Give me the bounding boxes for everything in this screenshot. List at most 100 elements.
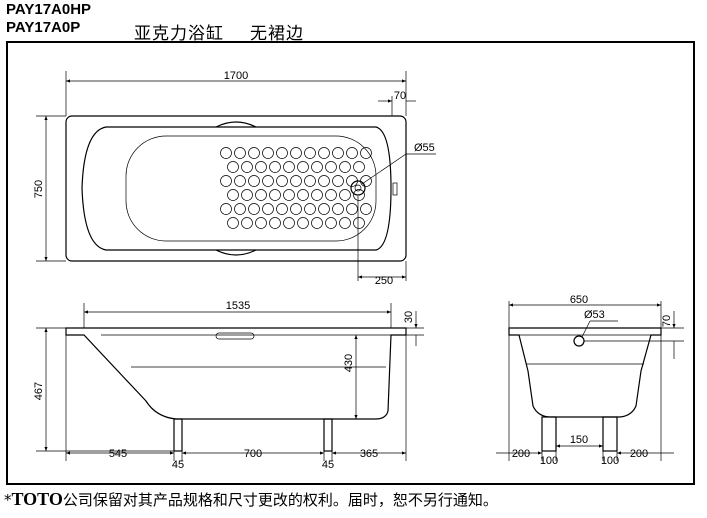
dim-leg-start: 545 bbox=[109, 448, 127, 460]
anti-slip-dot bbox=[304, 175, 316, 187]
footer-text: 公司保留对其产品规格和尺寸更改的权利。届时，恕不另行通知。 bbox=[62, 491, 498, 509]
product-type: 无裙边 bbox=[250, 24, 304, 44]
anti-slip-dot bbox=[318, 203, 330, 215]
leg-right bbox=[323, 418, 333, 452]
anti-slip-dot bbox=[276, 203, 288, 215]
anti-slip-dot bbox=[353, 161, 365, 173]
dim-length: 1700 bbox=[224, 70, 248, 82]
dim-leg-left: 100 bbox=[540, 455, 558, 467]
anti-slip-dot bbox=[318, 147, 330, 159]
anti-slip-dot bbox=[234, 203, 246, 215]
anti-slip-dot bbox=[332, 203, 344, 215]
anti-slip-dot bbox=[262, 175, 274, 187]
anti-slip-dot bbox=[248, 175, 260, 187]
drain-circle bbox=[350, 180, 366, 196]
anti-slip-dot bbox=[339, 217, 351, 229]
anti-slip-dot bbox=[269, 217, 281, 229]
drain-leader bbox=[361, 153, 407, 185]
anti-slip-dot bbox=[269, 189, 281, 201]
anti-slip-dot bbox=[290, 147, 302, 159]
anti-slip-dot bbox=[276, 175, 288, 187]
model-number-hp: PAY17A0HP bbox=[6, 1, 92, 18]
tub-inner-basin bbox=[81, 126, 392, 251]
anti-slip-dot bbox=[283, 217, 295, 229]
dim-leg-width-right: 45 bbox=[322, 459, 334, 471]
anti-slip-dot bbox=[234, 175, 246, 187]
dim-leg-width-left: 45 bbox=[172, 459, 184, 471]
overflow-circle bbox=[573, 335, 585, 347]
dim-end-width: 650 bbox=[570, 294, 588, 306]
anti-slip-dot bbox=[297, 161, 309, 173]
end-leg-right bbox=[602, 416, 618, 452]
anti-slip-dot bbox=[262, 147, 274, 159]
model-number-p: PAY17A0P bbox=[6, 19, 81, 36]
dim-overall-height: 467 bbox=[33, 382, 45, 400]
anti-slip-dot bbox=[304, 147, 316, 159]
anti-slip-dot bbox=[290, 175, 302, 187]
anti-slip-dot bbox=[339, 189, 351, 201]
anti-slip-dot bbox=[311, 189, 323, 201]
technical-drawing: 1700 70 750 Ø55 250 1535 bbox=[33, 70, 684, 471]
anti-slip-dot bbox=[332, 147, 344, 159]
dim-leg-right: 100 bbox=[601, 455, 619, 467]
overflow-mark bbox=[392, 182, 398, 196]
side-handle bbox=[215, 332, 255, 340]
anti-slip-dot bbox=[353, 217, 365, 229]
drain-inner bbox=[354, 184, 362, 192]
anti-slip-dot bbox=[234, 147, 246, 159]
dim-inner-length: 1535 bbox=[226, 300, 250, 312]
tub-outline-top bbox=[65, 115, 407, 262]
anti-slip-dot bbox=[311, 161, 323, 173]
end-view: 650 Ø53 70 200 100 150 100 200 bbox=[496, 294, 684, 467]
anti-slip-dot bbox=[262, 203, 274, 215]
dim-leg-gap: 150 bbox=[570, 434, 588, 446]
dim-rim-height: 30 bbox=[403, 311, 415, 323]
dim-inner-depth: 430 bbox=[343, 354, 355, 372]
grab-handles bbox=[215, 121, 257, 256]
anti-slip-dot bbox=[248, 147, 260, 159]
anti-slip-dot bbox=[241, 161, 253, 173]
anti-slip-dot bbox=[220, 203, 232, 215]
anti-slip-dot bbox=[325, 161, 337, 173]
anti-slip-dot bbox=[339, 161, 351, 173]
product-name: 亚克力浴缸 bbox=[134, 24, 224, 44]
anti-slip-dot bbox=[255, 217, 267, 229]
anti-slip-dot bbox=[248, 203, 260, 215]
end-leg-left bbox=[541, 416, 557, 452]
dim-drain-offset: 250 bbox=[375, 275, 393, 287]
dim-overflow-height: 70 bbox=[661, 315, 673, 327]
anti-slip-dot bbox=[290, 203, 302, 215]
anti-slip-dot bbox=[255, 189, 267, 201]
dim-outer-right: 200 bbox=[630, 448, 648, 460]
anti-slip-dot bbox=[325, 217, 337, 229]
anti-slip-dot bbox=[346, 203, 358, 215]
anti-slip-dot bbox=[220, 175, 232, 187]
dim-width: 750 bbox=[33, 180, 45, 198]
tub-floor bbox=[125, 135, 377, 242]
anti-slip-dot bbox=[297, 217, 309, 229]
anti-slip-dot bbox=[283, 161, 295, 173]
dim-leg-end: 365 bbox=[360, 448, 378, 460]
anti-slip-dot bbox=[255, 161, 267, 173]
leg-left bbox=[173, 418, 183, 452]
anti-slip-dot bbox=[346, 147, 358, 159]
tub-outline-end bbox=[508, 327, 662, 418]
anti-slip-dot bbox=[332, 175, 344, 187]
product-title: 亚克力浴缸 无裙边 bbox=[134, 19, 330, 44]
anti-slip-dot bbox=[220, 147, 232, 159]
anti-slip-dot bbox=[360, 203, 372, 215]
anti-slip-dot bbox=[297, 189, 309, 201]
anti-slip-dot bbox=[325, 189, 337, 201]
anti-slip-dot bbox=[353, 189, 365, 201]
anti-slip-dot bbox=[276, 147, 288, 159]
anti-slip-pattern bbox=[220, 147, 372, 229]
anti-slip-dot bbox=[241, 217, 253, 229]
dim-overflow-offset: 70 bbox=[394, 90, 406, 102]
anti-slip-dot bbox=[283, 189, 295, 201]
brand-logo: TOTO bbox=[11, 489, 63, 509]
anti-slip-dot bbox=[269, 161, 281, 173]
dim-leg-spacing: 700 bbox=[244, 448, 262, 460]
footer-asterisk: * bbox=[4, 491, 12, 509]
anti-slip-dot bbox=[227, 217, 239, 229]
top-view: 1700 70 750 Ø55 250 bbox=[33, 70, 436, 287]
